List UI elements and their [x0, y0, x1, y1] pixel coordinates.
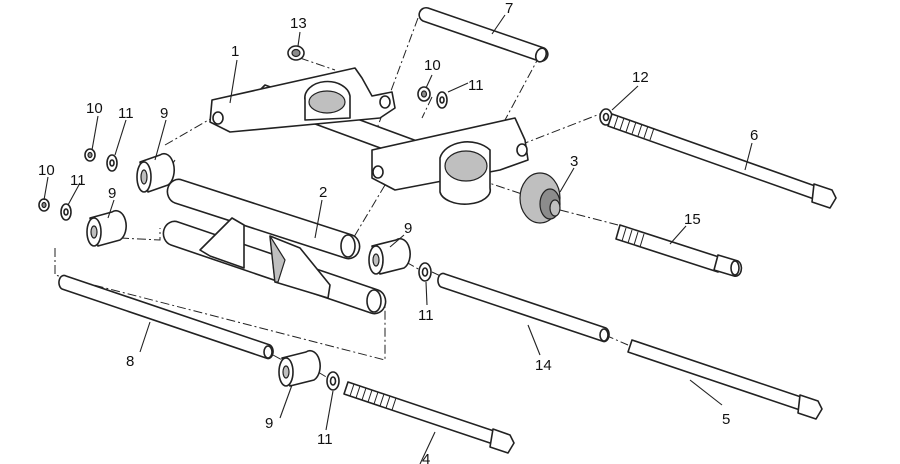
callout-3: 3 — [570, 153, 578, 170]
callout-5: 5 — [722, 411, 730, 428]
callout-11-lower-left: 11 — [70, 172, 86, 189]
callout-10-upper-left: 10 — [86, 100, 103, 117]
callout-2: 2 — [319, 184, 327, 201]
part-15-cap-screw — [615, 224, 743, 278]
callout-6: 6 — [750, 127, 758, 144]
part-1-swing-arm-frame — [209, 67, 529, 205]
callout-11-upper-left: 11 — [118, 105, 134, 122]
callout-9-bottom: 9 — [265, 415, 273, 432]
part-3-bumper — [519, 172, 561, 224]
left-hardware — [38, 148, 175, 247]
callout-9-lower-left: 9 — [108, 185, 116, 202]
callout-15: 15 — [684, 211, 701, 228]
callout-8: 8 — [126, 353, 134, 370]
callout-14: 14 — [535, 357, 552, 374]
part-8-rod — [58, 274, 274, 360]
callout-4: 4 — [422, 451, 430, 464]
part-6-bolt — [607, 113, 837, 209]
callouts: 1 2 3 4 5 6 7 8 9 9 9 9 10 10 10 11 11 1… — [38, 0, 758, 464]
callout-11-upper-right: 11 — [468, 77, 484, 94]
callout-12: 12 — [632, 69, 649, 86]
callout-10-upper-right: 10 — [424, 57, 441, 74]
bottom-hardware — [278, 349, 515, 454]
callout-11-middle: 11 — [418, 307, 434, 324]
part-14-rod — [437, 272, 610, 343]
callout-1: 1 — [231, 43, 239, 60]
leader-lines — [43, 14, 753, 464]
part-7-pin — [418, 6, 549, 63]
right-middle-hardware — [368, 237, 432, 282]
callout-9-upper-left: 9 — [160, 105, 168, 122]
callout-11-bottom: 11 — [317, 431, 333, 448]
part-2-cross-tubes — [162, 178, 387, 315]
callout-9-middle: 9 — [404, 220, 412, 237]
callout-10-lower-left: 10 — [38, 162, 55, 179]
callout-7: 7 — [505, 0, 513, 17]
upper-right-hardware — [417, 86, 448, 109]
callout-13: 13 — [290, 15, 307, 32]
part-13-nut — [287, 45, 305, 61]
part-5-bolt — [627, 339, 823, 420]
